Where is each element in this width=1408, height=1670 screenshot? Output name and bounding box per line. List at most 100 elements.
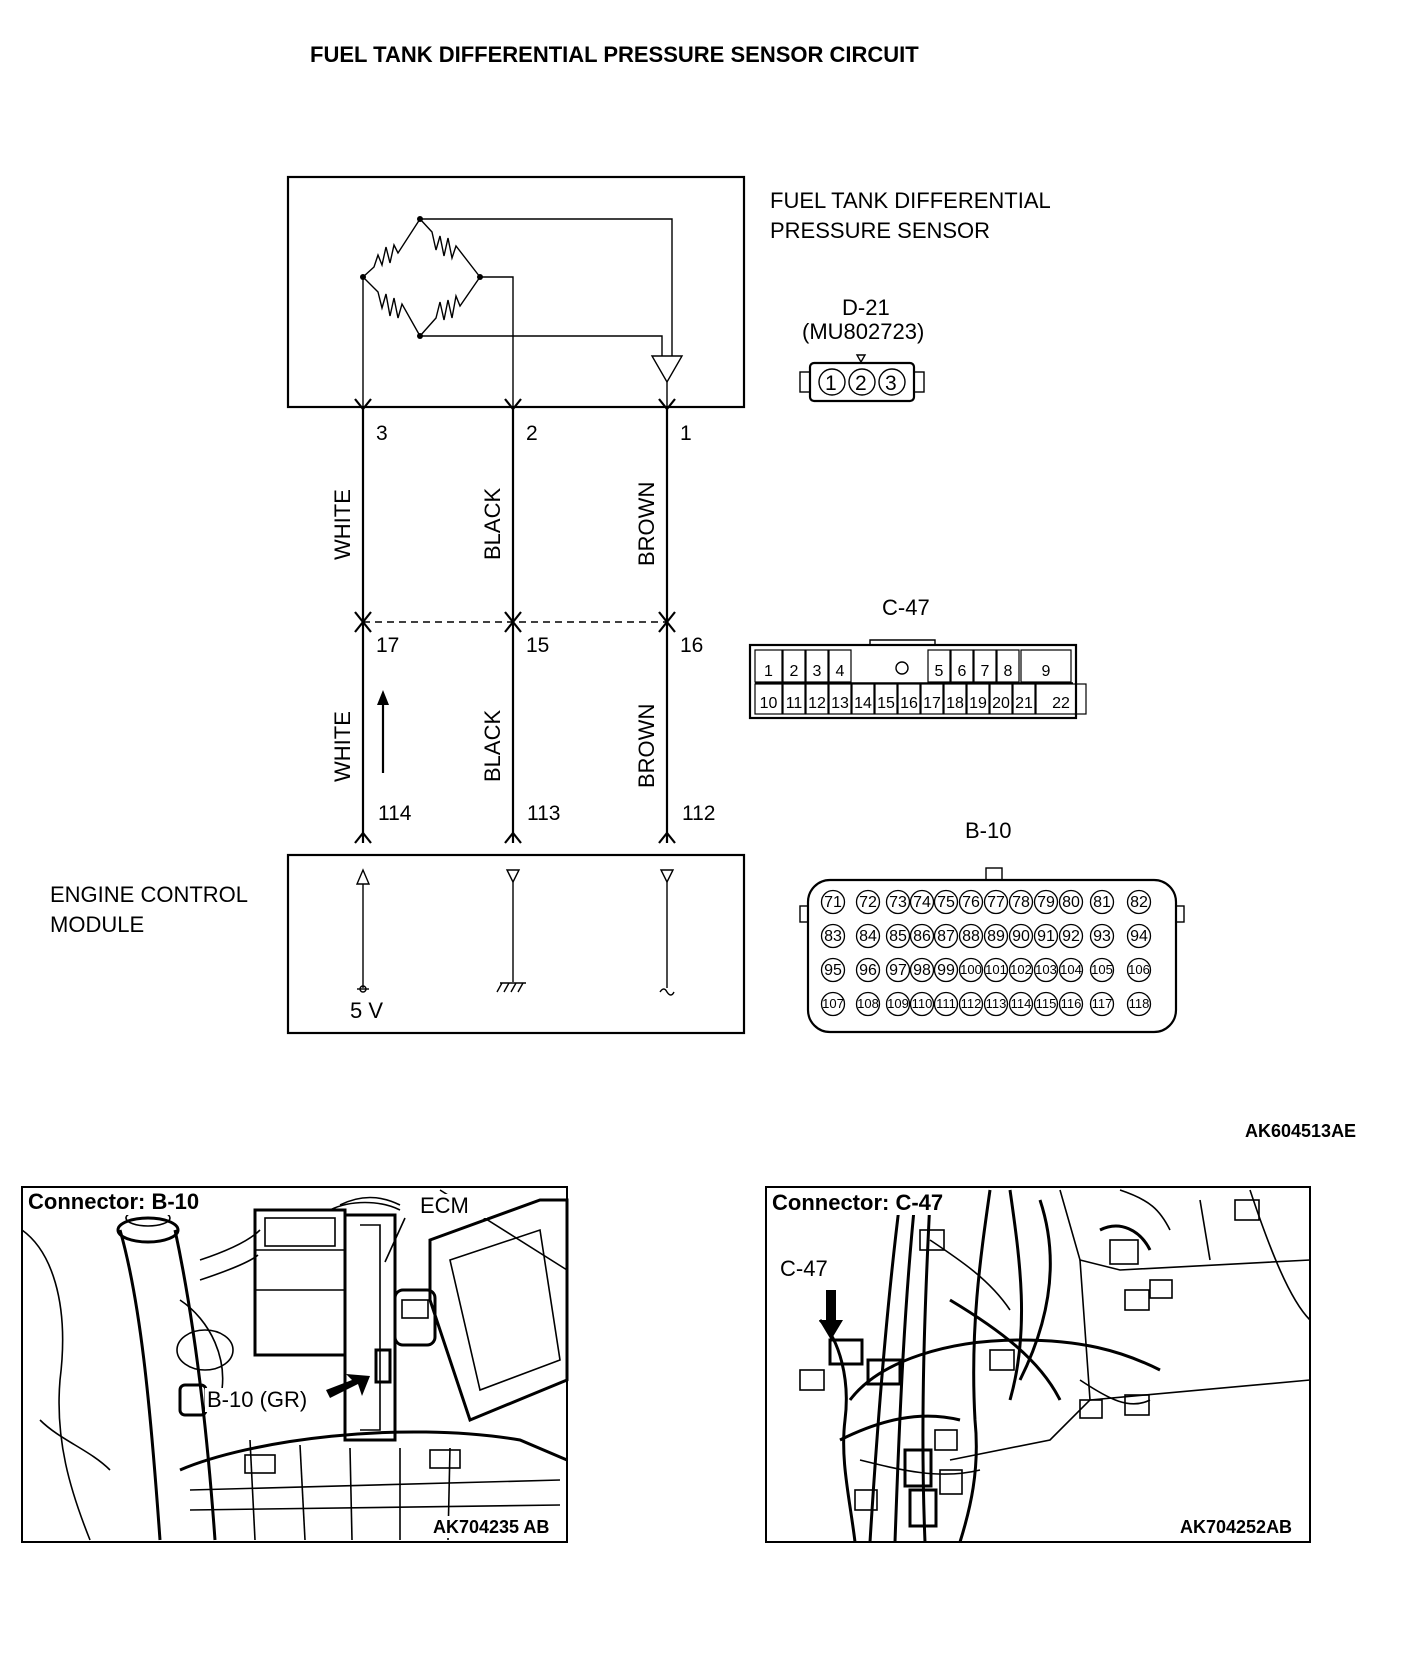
- b10-pin-number: 84: [859, 928, 877, 945]
- b10-pin-number: 73: [889, 894, 907, 911]
- b10-pin-number: 100: [960, 962, 982, 977]
- ecm-pin-white: 114: [378, 802, 412, 825]
- b10-pin-number: 109: [887, 996, 909, 1011]
- c47-pin-number: 21: [1015, 695, 1033, 712]
- b10-pin-circle: [1033, 957, 1059, 983]
- b10-pin-circle: [933, 991, 959, 1017]
- b10-pin-number: 87: [937, 928, 955, 945]
- b10-pin-circle: [909, 991, 935, 1017]
- b10-pin-circle: [1089, 991, 1115, 1017]
- c47-pin-cell: [874, 683, 898, 715]
- c47-pin-number: 14: [854, 695, 872, 712]
- b10-pin-circle: [1033, 923, 1059, 949]
- b10-pin-number: 112: [961, 996, 982, 1011]
- b10-pin-circle: [1058, 889, 1084, 915]
- sensor-pin-black: 2: [526, 422, 538, 445]
- b10-pin-circle: [820, 957, 846, 983]
- c47-pin-cell: [828, 683, 852, 715]
- b10-pin-number: 86: [913, 928, 931, 945]
- d21-pin: 2: [855, 372, 867, 395]
- c47-pin-cell: [1012, 683, 1036, 715]
- c47-connector-label: C-47: [882, 595, 930, 620]
- d21-pin: 1: [825, 372, 837, 395]
- photo-left-code: AK704235 AB: [433, 1517, 549, 1537]
- b10-pin-number: 83: [824, 928, 842, 945]
- b10-pin-number: 72: [859, 894, 877, 911]
- b10-pin-number: 110: [912, 996, 933, 1011]
- b10-pin-circle: [1126, 957, 1152, 983]
- figure-code: AK604513AE: [1245, 1121, 1356, 1141]
- b10-pin-number: 97: [889, 962, 907, 979]
- photo-c47-location: Connector: C-47 C-47 AK704252AB: [765, 1186, 1311, 1543]
- wire-color-brown-lower: BROWN: [634, 704, 659, 788]
- b10-pin-number: 101: [985, 962, 1007, 977]
- b10-pin-number: 80: [1062, 894, 1080, 911]
- b10-pin-circle: [958, 991, 984, 1017]
- c47-pin-cell: [754, 649, 783, 683]
- b10-pin-number: 102: [1010, 962, 1032, 977]
- c47-pin-white: 17: [376, 634, 399, 657]
- b10-pin-number: 107: [822, 996, 844, 1011]
- b10-pin-circle: [909, 889, 935, 915]
- b10-pin-circle: [885, 991, 911, 1017]
- b10-pin-circle: [983, 923, 1009, 949]
- d21-connector-part: (MU802723): [802, 319, 924, 344]
- c47-pin-cell: [782, 683, 806, 715]
- b10-pin-circle: [958, 889, 984, 915]
- c47-pin-cell: [782, 649, 806, 683]
- b10-pin-circle: [1089, 923, 1115, 949]
- c47-pin-number: 12: [808, 695, 826, 712]
- b10-pin-number: 78: [1012, 894, 1030, 911]
- b10-pin-circle: [1058, 991, 1084, 1017]
- wire-color-brown-upper: BROWN: [634, 482, 659, 566]
- b10-pin-number: 104: [1060, 962, 1082, 977]
- b10-pin-circle: [855, 923, 881, 949]
- b10-pin-number: 81: [1093, 894, 1111, 911]
- b10-pin-number: 74: [913, 894, 931, 911]
- photo-right-header: Connector: C-47: [772, 1190, 943, 1215]
- c47-pin-number: 15: [877, 695, 895, 712]
- b10-pin-circle: [1033, 889, 1059, 915]
- b10-pin-number: 117: [1092, 996, 1113, 1011]
- c47-pin-number: 10: [760, 695, 778, 712]
- photo-b10-location: Connector: B-10 ECM B-10 (GR) AK704235 A…: [21, 1186, 569, 1543]
- c47-pin-number: 9: [1042, 663, 1051, 680]
- b10-pin-circle: [958, 957, 984, 983]
- b10-pin-number: 89: [987, 928, 1005, 945]
- c47-pin-cell: [989, 683, 1013, 715]
- b10-pin-circle: [909, 923, 935, 949]
- bridge-resistor-network: [360, 216, 684, 407]
- ecm-pin-black: 113: [527, 802, 560, 825]
- b10-pin-number: 118: [1129, 996, 1150, 1011]
- b10-pin-circle: [855, 957, 881, 983]
- b10-pin-number: 116: [1061, 996, 1082, 1011]
- b10-pin-circle: [1008, 889, 1034, 915]
- b10-pin-circle: [1033, 991, 1059, 1017]
- b10-pin-number: 111: [936, 996, 956, 1011]
- d21-connector-id: D-21: [842, 295, 890, 320]
- c47-pin-number: 4: [836, 663, 845, 680]
- c47-pin-number: 20: [992, 695, 1010, 712]
- b10-pin-circle: [820, 889, 846, 915]
- c47-pin-black: 15: [526, 634, 549, 657]
- b10-pin-number: 98: [913, 962, 931, 979]
- wire-color-black-upper: BLACK: [480, 488, 505, 560]
- c47-pin-number: 19: [969, 695, 987, 712]
- c47-pin-cell: [828, 649, 852, 683]
- c47-pin-cell: [851, 683, 875, 715]
- b10-pin-circle: [1126, 991, 1152, 1017]
- ecm-label-line1: ENGINE CONTROL: [50, 882, 248, 907]
- c47-pin-number: 1: [764, 663, 773, 680]
- b10-pin-number: 93: [1093, 928, 1111, 945]
- b10-pin-circle: [909, 957, 935, 983]
- b10-connector-label: B-10: [965, 818, 1011, 843]
- ecm-pin-brown: 112: [682, 802, 715, 825]
- c47-pin-number: 18: [946, 695, 964, 712]
- ecm-supply-voltage: 5 V: [350, 998, 383, 1023]
- photo-left-ecm-label: ECM: [420, 1193, 469, 1218]
- c47-pin-number: 16: [900, 695, 918, 712]
- b10-pin-number: 77: [987, 894, 1005, 911]
- b10-pin-circle: [1058, 957, 1084, 983]
- c47-pin-cell: [805, 683, 829, 715]
